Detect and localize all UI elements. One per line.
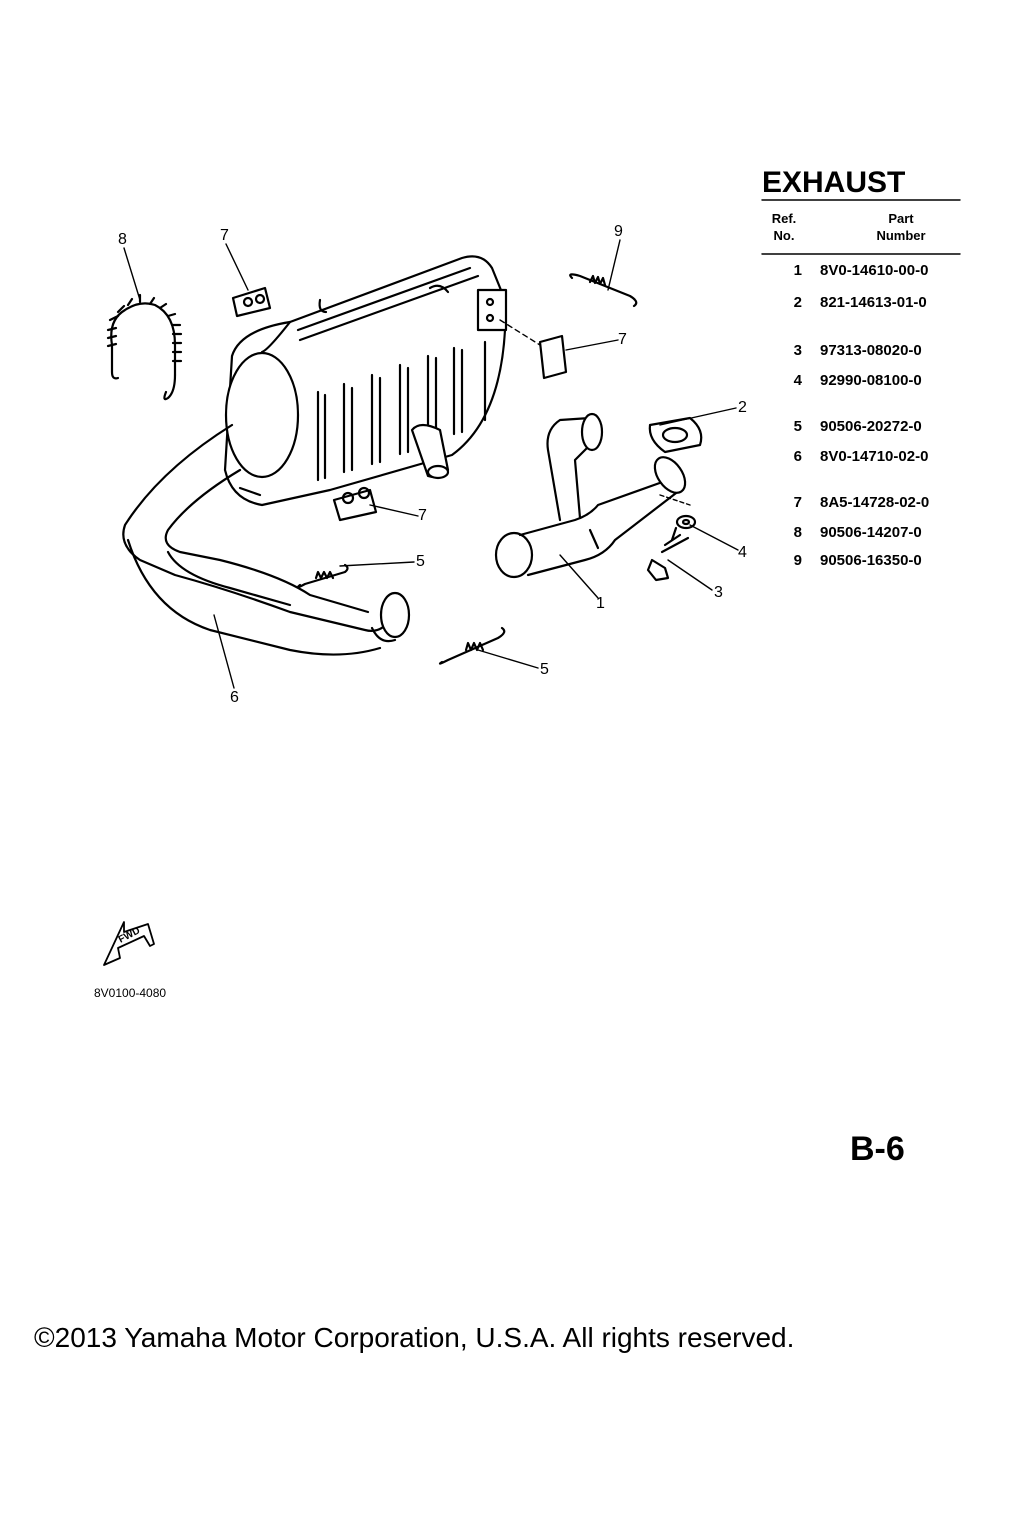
table-row: 6 8V0-14710-02-0: [762, 448, 962, 468]
callout-7-right: 7: [618, 331, 627, 348]
callout-6: 6: [230, 689, 239, 706]
spring-drawing: [106, 273, 638, 665]
table-row: 7 8A5-14728-02-0: [762, 494, 962, 514]
callout-4: 4: [738, 544, 747, 561]
callout-7-top: 7: [220, 227, 229, 244]
table-row: 4 92990-08100-0: [762, 372, 962, 392]
ref-header-line1: Ref.: [771, 211, 797, 226]
callout-1: 1: [596, 595, 605, 612]
muffler-drawing: [223, 255, 508, 507]
part-number: 8A5-14728-02-0: [820, 494, 930, 511]
exhaust-pipe-drawing: [122, 423, 411, 656]
table-row: 1 8V0-14610-00-0: [762, 262, 962, 282]
exhaust-joint-drawing: [494, 412, 687, 579]
table-row: 3 97313-08020-0: [762, 342, 962, 362]
part-column-header: Part Number: [856, 210, 946, 244]
callout-5-left: 5: [416, 553, 425, 570]
part-ref: 3: [793, 342, 802, 359]
callout-8: 8: [118, 231, 127, 248]
ref-column-header: Ref. No.: [764, 210, 804, 244]
part-number: 90506-14207-0: [820, 524, 922, 541]
part-header-line2: Number: [876, 228, 926, 243]
ref-header-line2: No.: [773, 228, 795, 243]
callout-5-right: 5: [540, 661, 549, 678]
part-ref: 9: [793, 552, 802, 569]
callout-leader-lines: [123, 239, 739, 689]
table-row: 8 90506-14207-0: [762, 524, 962, 544]
part-number: 90506-16350-0: [820, 552, 922, 569]
part-number: 97313-08020-0: [820, 342, 922, 359]
part-ref: 4: [793, 372, 802, 389]
part-number: 90506-20272-0: [820, 418, 922, 435]
gasket-drawing: [648, 416, 703, 454]
callout-2: 2: [738, 399, 747, 416]
part-ref: 1: [793, 262, 802, 279]
part-ref: 2: [793, 294, 802, 311]
part-number: 821-14613-01-0: [820, 294, 927, 311]
table-rules: [761, 199, 961, 255]
table-row: 5 90506-20272-0: [762, 418, 962, 438]
fwd-arrow-icon: [103, 921, 155, 966]
part-number: 8V0-14710-02-0: [820, 448, 929, 465]
part-number: 8V0-14610-00-0: [820, 262, 929, 279]
table-row: 2 821-14613-01-0: [762, 294, 962, 314]
section-title: EXHAUST: [762, 166, 906, 199]
part-ref: 6: [793, 448, 802, 465]
part-ref: 7: [793, 494, 802, 511]
part-header-line1: Part: [888, 211, 914, 226]
callout-7-bottom: 7: [418, 507, 427, 524]
table-row: 9 90506-16350-0: [762, 552, 962, 572]
bracket-drawing: [231, 286, 568, 522]
part-ref: 5: [793, 418, 802, 435]
page-id: B-6: [850, 1130, 905, 1168]
diagram-code: 8V0100-4080: [94, 986, 167, 1000]
copyright-notice: ©2013 Yamaha Motor Corporation, U.S.A. A…: [34, 1322, 795, 1353]
bolt-washer-drawing: [646, 514, 697, 582]
callout-9: 9: [614, 223, 623, 240]
part-number: 92990-08100-0: [820, 372, 922, 389]
part-ref: 8: [793, 524, 802, 541]
callout-3: 3: [714, 584, 723, 601]
